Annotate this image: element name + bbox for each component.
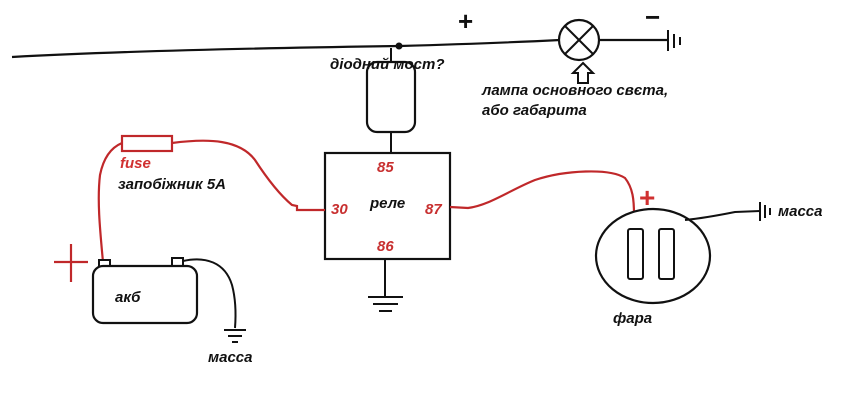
fuse-rating-label: запобіжник 5А bbox=[118, 176, 226, 193]
battery-to-fuse-wire bbox=[97, 141, 123, 263]
headlight-filament-left bbox=[627, 228, 644, 280]
relay-pin-87: 87 bbox=[425, 201, 442, 218]
lamp-icon bbox=[557, 18, 601, 62]
relay-label: реле bbox=[369, 195, 405, 212]
fuse-to-relay-30-wire bbox=[171, 139, 325, 212]
relay-87-to-headlight-wire bbox=[449, 170, 636, 216]
headlight-filament-right bbox=[658, 228, 675, 280]
battery-ground-symbol bbox=[224, 329, 246, 343]
up-arrow-icon bbox=[570, 61, 596, 84]
headlight-plus-sign: + bbox=[639, 182, 655, 213]
top-minus-sign: − bbox=[645, 2, 660, 32]
lamp-label-line1: лампа основного свєта, bbox=[481, 82, 668, 99]
relay-pin-30: 30 bbox=[331, 201, 348, 218]
battery-plus-sign bbox=[54, 244, 88, 282]
junction-dot bbox=[395, 42, 403, 50]
relay-box bbox=[323, 151, 452, 261]
battery-body bbox=[91, 264, 199, 325]
battery-terminal-minus bbox=[171, 257, 184, 267]
relay-pin-86: 86 bbox=[377, 238, 394, 255]
headlight-label: фара bbox=[613, 310, 652, 327]
lamp-label-line2: або габарита bbox=[482, 102, 587, 119]
top-ground-symbol bbox=[667, 30, 681, 51]
top-supply-wire bbox=[11, 38, 561, 59]
headlight-body bbox=[594, 207, 712, 305]
headlight-ground-label: масса bbox=[778, 203, 822, 220]
relay-pin-85: 85 bbox=[377, 159, 394, 176]
headlight-ground-wire bbox=[684, 210, 761, 221]
fuse-label: fuse bbox=[120, 155, 151, 172]
diode-bridge-label: діодний мост? bbox=[330, 56, 445, 73]
relay-ground-symbol bbox=[368, 259, 403, 312]
battery-ground-wire bbox=[182, 258, 237, 329]
battery-ground-label: масса bbox=[208, 349, 252, 366]
top-plus-sign: + bbox=[458, 6, 473, 36]
battery-label: акб bbox=[115, 289, 141, 306]
headlight-ground-symbol bbox=[759, 202, 771, 221]
